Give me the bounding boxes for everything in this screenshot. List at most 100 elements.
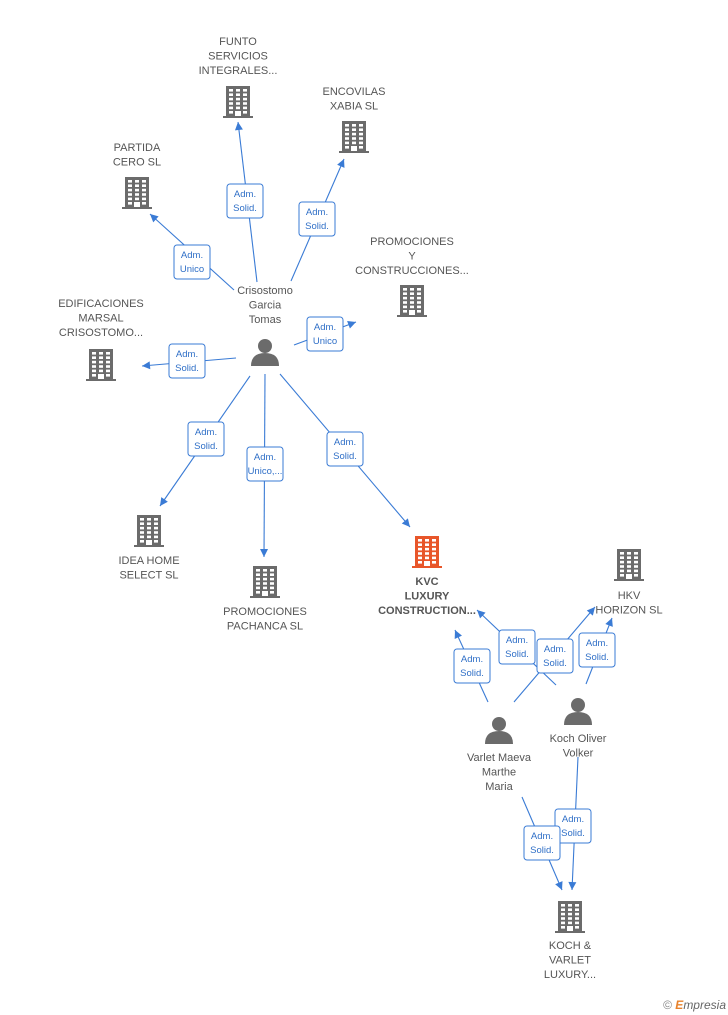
relation-text: Solid. xyxy=(530,845,554,856)
relation-text: Solid. xyxy=(561,828,585,839)
relation-box[interactable] xyxy=(187,421,225,457)
arrow-head-icon xyxy=(260,548,269,557)
relation-label-r_koch_kvc[interactable]: Adm.Solid. xyxy=(498,629,536,665)
relation-box[interactable] xyxy=(536,638,574,674)
relation-box[interactable] xyxy=(498,629,536,665)
node-koch_varlet[interactable]: KOCH & VARLET LUXURY... xyxy=(544,901,596,981)
node-funto[interactable]: FUNTO SERVICIOS INTEGRALES... xyxy=(199,36,278,118)
node-label: LUXURY... xyxy=(544,969,596,981)
node-label: SERVICIOS xyxy=(208,51,268,63)
relation-text: Adm. xyxy=(461,654,483,665)
relation-text: Adm. xyxy=(314,322,336,333)
relation-text: Solid. xyxy=(333,451,357,462)
relation-text: Solid. xyxy=(460,668,484,679)
relation-box[interactable] xyxy=(173,244,211,280)
relation-text: Adm. xyxy=(254,452,276,463)
relation-label-r_promociones_y[interactable]: Adm.Unico xyxy=(306,316,344,352)
node-label: Y xyxy=(408,251,416,263)
relation-label-r_funto[interactable]: Adm.Solid. xyxy=(226,183,264,219)
node-label: VARLET xyxy=(549,955,591,967)
node-label: PACHANCA SL xyxy=(227,621,303,633)
relation-label-r_pachanca[interactable]: Adm. Unico,... xyxy=(246,446,284,482)
building-icon xyxy=(397,285,427,317)
node-label: Volker xyxy=(563,748,594,760)
building-icon xyxy=(412,536,442,568)
relation-box[interactable] xyxy=(298,201,336,237)
relation-text: Adm. xyxy=(234,189,256,200)
relation-label-r_koch_hkv[interactable]: Adm. Solid. xyxy=(578,632,616,668)
relation-label-r_partida[interactable]: Adm. Unico xyxy=(173,244,211,280)
arrow-head-icon xyxy=(586,607,595,616)
relation-box[interactable] xyxy=(453,648,491,684)
building-icon xyxy=(250,566,280,598)
node-label: CONSTRUCTION... xyxy=(378,605,476,617)
relation-label-r_kvc[interactable]: Adm.Solid. xyxy=(326,431,364,467)
relation-box[interactable] xyxy=(226,183,264,219)
relation-text: Solid. xyxy=(543,658,567,669)
relation-box[interactable] xyxy=(326,431,364,467)
relation-text: Adm. xyxy=(181,250,203,261)
node-label: KVC xyxy=(415,576,438,588)
node-label: EDIFICACIONES xyxy=(58,298,144,310)
node-label: SELECT SL xyxy=(119,570,178,582)
relation-text: Solid. xyxy=(505,649,529,660)
node-edificaciones[interactable]: EDIFICACIONESMARSALCRISOSTOMO... xyxy=(58,298,144,381)
node-label: CRISOSTOMO... xyxy=(59,327,143,339)
node-label: INTEGRALES... xyxy=(199,65,278,77)
relation-box[interactable] xyxy=(523,825,561,861)
node-kvc[interactable]: KVCLUXURYCONSTRUCTION... xyxy=(378,536,476,617)
node-partida[interactable]: PARTIDA CERO SL xyxy=(113,142,161,209)
arrow-head-icon xyxy=(401,518,410,527)
relation-text: Adm. xyxy=(544,644,566,655)
copyright-icon: © xyxy=(663,998,672,1012)
arrow-head-icon xyxy=(477,610,486,619)
node-label: PROMOCIONES xyxy=(370,236,454,248)
arrow-head-icon xyxy=(150,214,159,223)
node-label: KOCH & xyxy=(549,940,592,952)
relation-box[interactable] xyxy=(246,446,284,482)
relation-text: Unico,... xyxy=(248,466,283,477)
relation-text: Adm. xyxy=(531,831,553,842)
node-label: Garcia xyxy=(249,300,282,312)
relation-text: Adm. xyxy=(586,638,608,649)
relation-label-r_idea[interactable]: Adm.Solid. xyxy=(187,421,225,457)
relation-label-r_varlet_kvc[interactable]: Adm. Solid. xyxy=(453,648,491,684)
node-label: PARTIDA xyxy=(114,142,161,154)
building-icon xyxy=(614,549,644,581)
arrow-head-icon xyxy=(142,361,151,370)
relation-box[interactable] xyxy=(168,343,206,379)
building-icon xyxy=(555,901,585,933)
node-encovilas[interactable]: ENCOVILAS XABIA SL xyxy=(323,86,386,153)
relation-label-r_encovilas[interactable]: Adm.Solid. xyxy=(298,201,336,237)
relation-box[interactable] xyxy=(306,316,344,352)
relation-label-r_varlet_kv[interactable]: Adm. Solid. xyxy=(523,825,561,861)
arrow-head-icon xyxy=(160,497,168,506)
arrow-head-icon xyxy=(347,321,356,329)
node-promociones_y[interactable]: PROMOCIONESYCONSTRUCCIONES... xyxy=(355,236,469,317)
relation-text: Solid. xyxy=(585,652,609,663)
relation-box[interactable] xyxy=(578,632,616,668)
relation-text: Adm. xyxy=(176,349,198,360)
relation-text: Solid. xyxy=(305,221,329,232)
relation-text: Adm. xyxy=(562,814,584,825)
node-label: XABIA SL xyxy=(330,101,378,113)
node-idea_home[interactable]: IDEA HOME SELECT SL xyxy=(118,515,180,582)
relation-label-r_varlet_hkv[interactable]: Adm. Solid. xyxy=(536,638,574,674)
building-icon xyxy=(134,515,164,547)
relation-text: Unico xyxy=(180,264,204,275)
building-icon xyxy=(223,86,253,118)
arrow-head-icon xyxy=(555,881,563,890)
node-label: CERO SL xyxy=(113,157,161,169)
building-icon xyxy=(86,349,116,381)
node-label: IDEA HOME xyxy=(118,555,179,567)
footer-brand: © Empresia xyxy=(663,998,726,1012)
node-label: Maria xyxy=(485,781,513,793)
node-label: ENCOVILAS xyxy=(323,86,386,98)
relation-label-r_edificaciones[interactable]: Adm.Solid. xyxy=(168,343,206,379)
node-label: FUNTO xyxy=(219,36,257,48)
